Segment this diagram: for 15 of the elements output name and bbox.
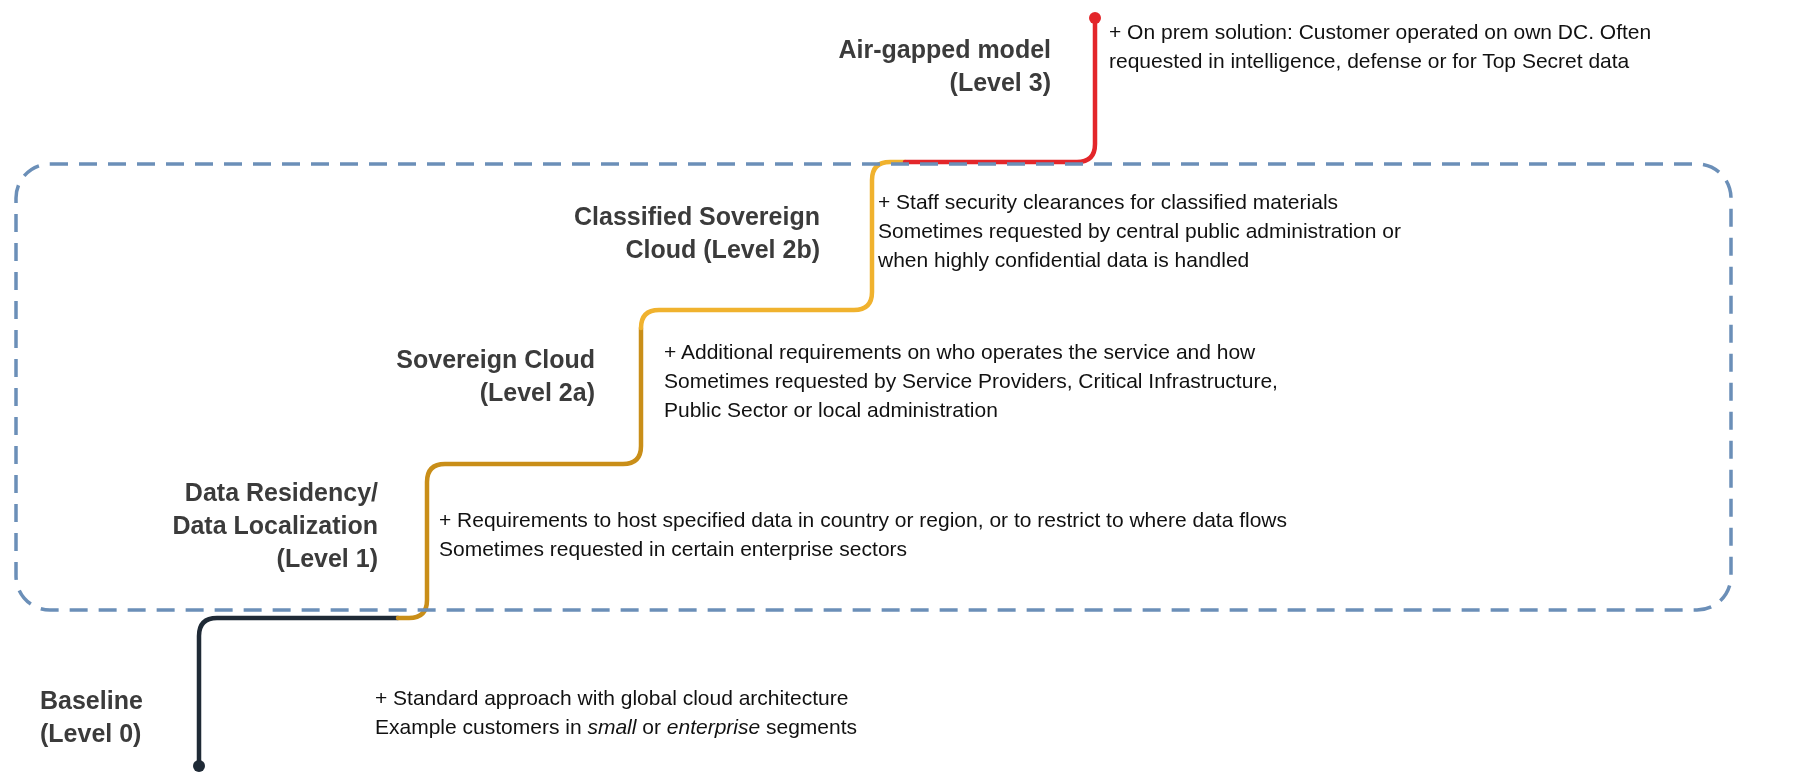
level-description: Sometimes requested in certain enterprise sectors [439,535,909,562]
level-description: Example customers in small or enterprise segments [375,713,859,740]
dashed-group-frame [14,162,1733,612]
level-heading: Classified Sovereign Cloud (Level 2b) [520,200,820,266]
level-description: + Staff security clearances for classified materials [878,189,1340,215]
level-description: + Standard approach with global cloud architecture [375,685,850,711]
level-description: + Additional requirements on who operates the service and how [664,339,1257,365]
level-heading: Sovereign Cloud (Level 2a) [365,343,595,409]
level-description: + On prem solution: Customer operated on own DC. Often requested in intelligence, defense or for Top Secret data [1109,19,1653,74]
level-heading: Air-gapped model (Level 3) [800,33,1051,99]
level-description: Sometimes requested by central public administration or when highly confidential data is handled [878,217,1402,273]
level-description: + Requirements to host specified data in country or region, or to restrict to where data flows [439,507,1288,533]
level-heading: Data Residency/ Data Localization (Level 1) [153,476,378,575]
level-heading: Baseline (Level 0) [40,684,190,750]
level-description: Sometimes requested by Service Providers, Critical Infrastructure, Public Sector or local administration [664,367,1279,423]
